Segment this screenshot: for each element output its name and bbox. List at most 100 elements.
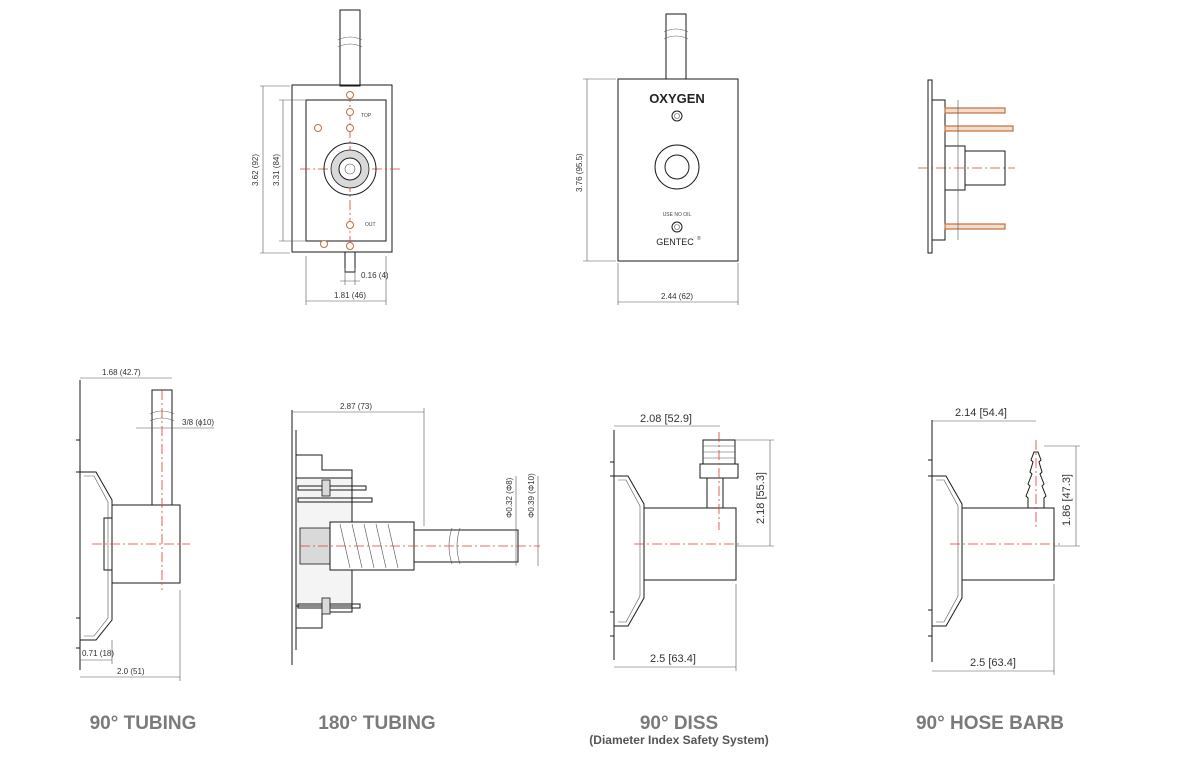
dim-diss-90-top-text: 2.08 [52.9]: [640, 413, 692, 425]
tubing-180-stud: [297, 497, 373, 503]
caption-tubing-180: 180° TUBING: [318, 713, 435, 734]
face-view: OXYGEN USE NO OIL GENTEC ® 3.76 (95.5) 2…: [575, 13, 739, 305]
dim-front-height-outer-text: 3.62 (92): [251, 154, 260, 186]
dim-face-width-text: 2.44 (62): [661, 292, 693, 301]
dim-hose-barb-90-height: 1.86 [47.3]: [1044, 445, 1080, 547]
tubing-180-stud: [297, 485, 367, 491]
face-view-brand: GENTEC: [656, 237, 694, 247]
face-view-plate: [617, 78, 739, 262]
view-hose-barb-90: 2.14 [54.4] 1.86 [47.3] 2.5 [63.4]: [928, 407, 1080, 675]
diss-90-stem: [706, 477, 724, 509]
side-view-pin: [944, 107, 1006, 114]
front-view-outlet-stub: [344, 251, 356, 273]
front-view-hole: [314, 124, 322, 132]
side-view-pin: [944, 125, 1014, 132]
side-view: [918, 79, 1015, 254]
dim-front-width-text: 1.81 (46): [334, 291, 366, 300]
front-view: TOP OUT 3.62 (92) 3.31 (84) 0.16 (4): [251, 9, 400, 305]
face-view-gas-label: OXYGEN: [649, 91, 705, 106]
dim-tubing-180-length-text: 2.87 (73): [340, 402, 372, 411]
tubing-90-bracket: [80, 471, 113, 641]
dim-hose-barb-90-bottom-text: 2.5 [63.4]: [970, 657, 1016, 669]
face-view-registered-mark: ®: [697, 235, 701, 242]
dim-diss-90-height: 2.18 [55.3]: [735, 439, 774, 547]
view-tubing-90: 1.68 (42.7) 3/8 (ϕ10) 0.71 (18) 2.0 (51): [76, 368, 214, 681]
face-view-upper-screw: [671, 110, 683, 122]
dim-tubing-90-top-text: 1.68 (42.7): [102, 368, 141, 377]
dim-face-height: 3.76 (95.5): [575, 78, 616, 262]
front-view-hole: [346, 108, 354, 116]
diss-90-bracket-inner: [618, 479, 641, 623]
diss-90-plate: [610, 430, 615, 660]
dim-tubing-180-outer: Φ0.39 (Φ10): [527, 473, 539, 566]
dim-front-height-inner: 3.31 (84): [272, 99, 305, 242]
face-view-tube: [665, 13, 687, 80]
front-view-out-label: OUT: [365, 222, 376, 228]
caption-diss-90-sub: (Diameter Index Safety System): [589, 733, 768, 747]
tubing-180-nut: [321, 479, 331, 497]
dim-hose-barb-90-height-text: 1.86 [47.3]: [1061, 474, 1073, 526]
tubing-90-plate: [76, 380, 81, 670]
hose-barb-90-barb: [1025, 451, 1047, 508]
view-tubing-180: 2.87 (73) Φ0.32 (Φ8) Φ0.39 (Φ10): [291, 402, 540, 665]
caption-tubing-90: 90° TUBING: [90, 713, 197, 734]
dim-diss-90-height-text: 2.18 [55.3]: [755, 472, 767, 524]
face-view-tube-break: [663, 28, 689, 40]
front-view-inner-plate: [305, 99, 387, 242]
dim-tubing-180-inner-text: Φ0.32 (Φ8): [505, 477, 514, 518]
dim-diss-90-bottom-text: 2.5 [63.4]: [650, 653, 696, 665]
dim-front-height-inner-text: 3.31 (84): [272, 154, 281, 186]
face-view-warning: USE NO OIL: [663, 212, 692, 218]
dim-face-height-text: 3.76 (95.5): [575, 153, 584, 192]
front-view-tube-break: [337, 36, 363, 48]
dim-front-width: 1.81 (46): [305, 256, 387, 305]
dim-tubing-90-top: 1.68 (42.7): [80, 368, 172, 379]
tubing-90-bracket-inner: [84, 475, 109, 637]
front-view-valve-core: [344, 163, 356, 175]
front-view-hole: [346, 242, 354, 250]
side-view-pin: [944, 223, 1006, 230]
dim-front-height-outer: 3.62 (92): [251, 85, 290, 254]
front-view-tube: [339, 9, 361, 87]
hose-barb-90-bracket-inner: [936, 479, 959, 623]
side-view-nozzle: [964, 150, 1006, 186]
dim-tubing-90-depth-text: 2.0 (51): [117, 667, 145, 676]
dim-front-offset: 0.16 (4): [340, 268, 389, 285]
dim-tubing-90-tube-text: 3/8 (ϕ10): [182, 418, 214, 427]
dim-tubing-90-depth: 2.0 (51): [80, 590, 181, 681]
dim-tubing-90-tube: 3/8 (ϕ10): [136, 418, 214, 429]
tubing-180-wall: [291, 410, 297, 665]
front-view-hole: [346, 124, 354, 132]
face-view-lower-screw-inner: [674, 224, 680, 230]
front-view-valve-inner: [338, 157, 362, 181]
view-diss-90: 2.08 [52.9] 2.18 [55.3] 2.5 [63.4]: [610, 413, 774, 671]
tubing-180-nut: [321, 597, 331, 615]
caption-diss-90: 90° DISS: [640, 713, 718, 734]
dim-hose-barb-90-bottom: 2.5 [63.4]: [932, 584, 1055, 675]
dim-tubing-180-inner: Φ0.32 (Φ8): [505, 476, 517, 566]
face-view-upper-screw-inner: [674, 113, 680, 119]
front-view-hole: [346, 91, 354, 99]
dim-front-offset-text: 0.16 (4): [361, 271, 389, 280]
side-view-plate: [927, 79, 933, 254]
hose-barb-90-bracket: [932, 475, 963, 627]
face-view-outlet-inner: [664, 154, 690, 180]
diss-90-bracket: [614, 475, 645, 627]
dim-tubing-180-outer-text: Φ0.39 (Φ10): [527, 473, 536, 518]
dim-hose-barb-90-top-text: 2.14 [54.4]: [955, 407, 1007, 419]
dim-tubing-90-flange: 0.71 (18): [80, 640, 114, 664]
front-view-valve-outer: [323, 142, 377, 196]
front-view-outer-plate: [291, 84, 393, 253]
dim-hose-barb-90-top: 2.14 [54.4]: [932, 407, 1036, 422]
dim-face-width: 2.44 (62): [617, 263, 739, 305]
front-view-hole: [320, 240, 328, 248]
side-view-flange: [932, 99, 946, 241]
dim-tubing-180-length: 2.87 (73): [292, 402, 425, 526]
dim-diss-90-bottom: 2.5 [63.4]: [614, 584, 737, 671]
dim-tubing-90-flange-text: 0.71 (18): [82, 649, 114, 658]
front-view-top-label: TOP: [361, 113, 372, 119]
hose-barb-90-plate: [928, 420, 933, 662]
front-view-hole: [346, 221, 354, 229]
face-view-outlet-outer: [654, 144, 700, 190]
